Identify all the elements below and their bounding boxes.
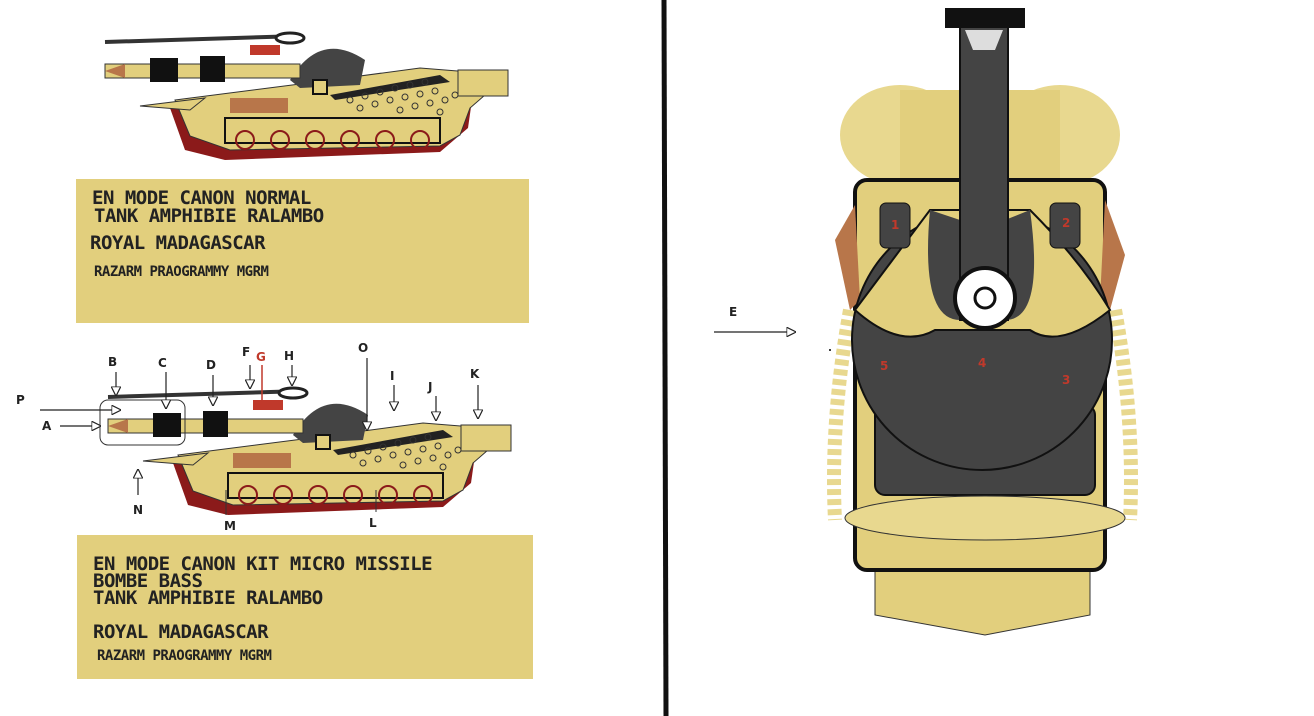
caption-line: TANK AMPHIBIE RALAMBO	[93, 587, 323, 609]
hatch-2-label: 2	[1062, 216, 1070, 230]
label-E: E	[729, 305, 737, 319]
caption-line: EN MODE CANON KIT MICRO MISSILE	[93, 553, 433, 575]
caption-line: RAZARM PRAOGRAMMY MGRM	[97, 648, 272, 664]
label-N: N	[133, 503, 143, 517]
zone-4-label: 4	[978, 356, 986, 370]
caption-panel-normal: EN MODE CANON NORMAL TANK AMPHIBIE RALAM…	[76, 179, 529, 323]
zone-3-label: 3	[1062, 373, 1070, 387]
label-H: H	[284, 349, 294, 363]
label-J: J	[427, 380, 432, 394]
caption-line: ROYAL MADAGASCAR	[93, 621, 269, 643]
side-view-tank-missile-kit	[106, 386, 513, 517]
vertical-divider	[661, 0, 669, 716]
caption-panel-missile-kit: EN MODE CANON KIT MICRO MISSILE BOMBE BA…	[77, 535, 533, 679]
label-M: M	[224, 519, 236, 533]
label-A: A	[42, 419, 52, 433]
label-B: B	[108, 355, 117, 369]
hatch-1-label: 1	[891, 218, 899, 232]
label-L: L	[369, 516, 377, 530]
side-view-tank-normal	[103, 31, 510, 162]
label-C: C	[158, 356, 167, 370]
label-O: O	[358, 341, 368, 355]
label-I: I	[390, 369, 394, 383]
label-P: P	[16, 393, 25, 407]
caption-line: EN MODE CANON NORMAL	[92, 187, 311, 209]
label-F: F	[242, 345, 250, 359]
callout-arrows	[40, 332, 795, 495]
label-D: D	[206, 358, 216, 372]
caption-line: RAZARM PRAOGRAMMY MGRM	[94, 264, 269, 280]
label-G: G	[256, 350, 266, 364]
top-view-tank	[827, 8, 1138, 636]
zone-5-label: 5	[880, 359, 888, 373]
caption-line: TANK AMPHIBIE RALAMBO	[94, 205, 324, 227]
caption-line: BOMBE BASS	[93, 570, 203, 592]
label-K: K	[470, 367, 480, 381]
caption-line: ROYAL MADAGASCAR	[90, 232, 266, 254]
